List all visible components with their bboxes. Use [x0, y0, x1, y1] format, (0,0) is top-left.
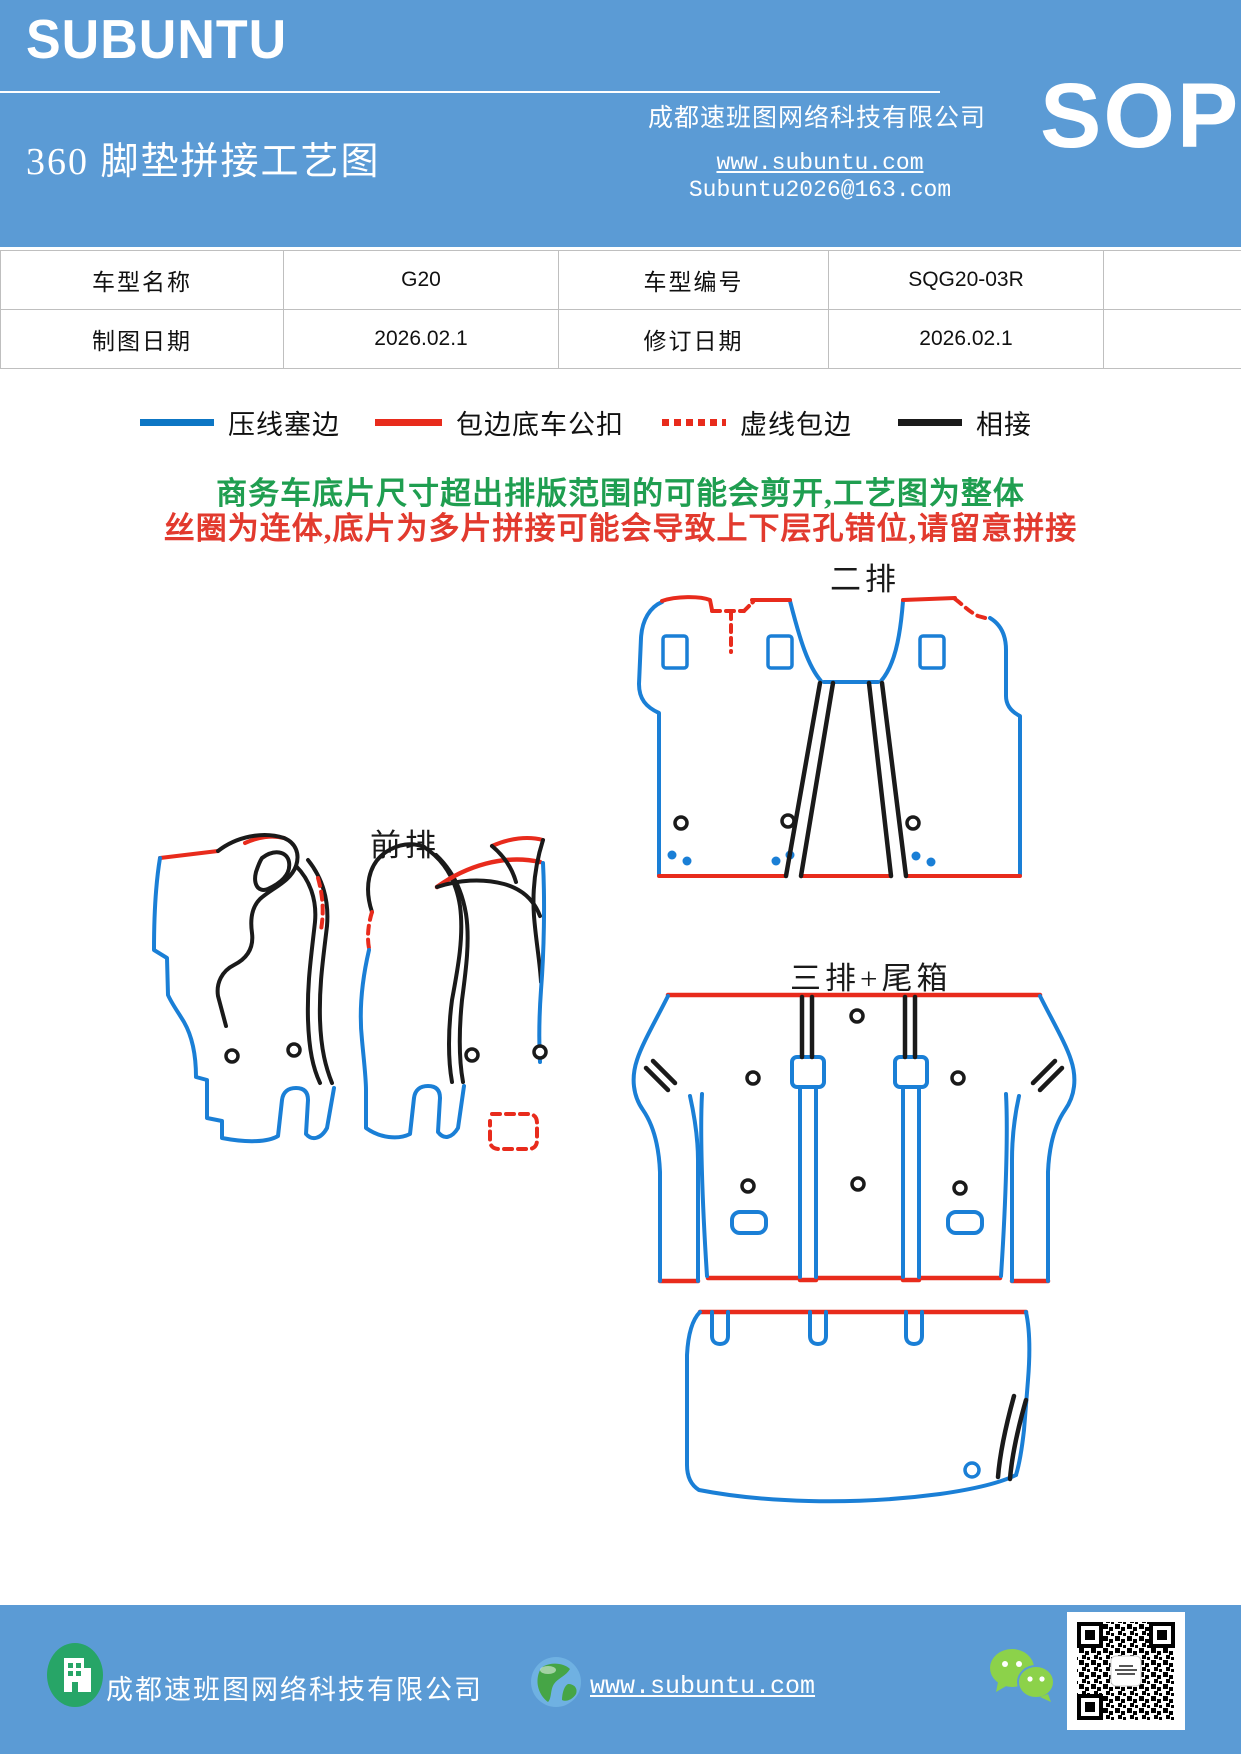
- building-icon: [47, 1643, 103, 1707]
- notice-red: 丝圈为连体,底片为多片拼接可能会导致上下层孔错位,请留意拼接: [163, 511, 1078, 546]
- model-code-label: 车型编号: [558, 250, 829, 310]
- front-left-mat: [152, 833, 336, 1144]
- globe-icon: [531, 1657, 581, 1707]
- second-row-mat: [637, 595, 1022, 879]
- red-line-swatch: [375, 418, 442, 426]
- press-edge-lines: [685, 1310, 1032, 1504]
- header-website-link[interactable]: www.subuntu.com: [716, 150, 924, 176]
- model-name-value: G20: [283, 250, 559, 310]
- third-row-trunk-label: 三排+尾箱: [790, 961, 952, 996]
- anchor-slot: [730, 1210, 768, 1235]
- grommet-hole: [224, 1042, 302, 1064]
- wrap-edge-lines: [657, 595, 1022, 878]
- trunk-mat: [685, 1309, 1032, 1504]
- footer-company-name: 成都速班图网络科技有限公司: [106, 1675, 483, 1705]
- press-edge-lines: [637, 599, 1022, 877]
- brand-logo: SUBUNTU: [26, 9, 288, 71]
- plug-socket: [790, 1055, 826, 1089]
- model-code-value: SQG20-03R: [828, 250, 1104, 310]
- join-lines: [783, 680, 909, 879]
- draw-date-value: 2026.02.1: [283, 309, 559, 369]
- header-divider: [0, 91, 940, 93]
- grommet-hole: [740, 1008, 968, 1196]
- blue-line-swatch: [140, 418, 214, 426]
- black-line-swatch: [898, 418, 962, 426]
- wrap-edge-lines: [657, 992, 1051, 1284]
- model-name-label: 车型名称: [0, 250, 284, 310]
- table-row: 车型名称 G20 车型编号 SQG20-03R: [0, 250, 1241, 310]
- header-band: [0, 0, 1241, 247]
- vehicle-info-table: 车型名称 G20 车型编号 SQG20-03R 制图日期 2026.02.1 修…: [0, 250, 1241, 369]
- header-email: Subuntu2026@163.com: [688, 177, 952, 203]
- qr-code: [1067, 1612, 1185, 1730]
- grommet-hole: [673, 813, 921, 831]
- anchor-slot: [946, 1210, 984, 1235]
- join-lines: [643, 994, 1065, 1093]
- empty-cell: [1103, 309, 1241, 369]
- wechat-icon: [990, 1649, 1055, 1702]
- page-title: 360 脚垫拼接工艺图: [26, 141, 381, 183]
- anchor-hole: [918, 634, 946, 670]
- third-row-mat: [631, 992, 1077, 1284]
- plug-socket: [893, 1055, 929, 1089]
- legend-label: 包边底车公扣: [456, 409, 624, 440]
- trunk-hole: [963, 1461, 981, 1479]
- legend-label: 压线塞边: [228, 409, 340, 440]
- revise-date-label: 修订日期: [558, 309, 829, 369]
- legend-item-wrap-edge: 包边底车公扣: [375, 404, 624, 440]
- join-lines: [995, 1393, 1029, 1482]
- legend-item-dashed-wrap: 虚线包边: [662, 404, 852, 440]
- revise-date-value: 2026.02.1: [828, 309, 1104, 369]
- front-right-mat: [434, 836, 548, 1151]
- anchor-hole: [766, 634, 794, 670]
- draw-date-label: 制图日期: [0, 309, 284, 369]
- mat-splice-diagram: [152, 595, 1077, 1504]
- legend-label: 虚线包边: [740, 409, 852, 440]
- table-row: 制图日期 2026.02.1 修订日期 2026.02.1: [0, 309, 1241, 369]
- legend-item-join: 相接: [898, 404, 1032, 440]
- header-company-name: 成都速班图网络科技有限公司: [647, 105, 986, 132]
- empty-cell: [1103, 250, 1241, 310]
- red-dashed-swatch: [662, 418, 726, 426]
- second-row-label: 二排: [830, 562, 900, 597]
- anchor-hole: [661, 634, 689, 670]
- front-row-mats: [152, 833, 548, 1151]
- footer-website-link[interactable]: www.subuntu.com: [590, 1672, 816, 1701]
- qr-finder-squares: [1077, 1622, 1175, 1720]
- notice-green: 商务车底片尺寸超出排版范围的可能会剪开,工艺图为整体: [216, 476, 1025, 511]
- front-center-piece: [358, 842, 470, 1140]
- sop-badge: SOP: [1040, 65, 1241, 167]
- legend-label: 相接: [976, 409, 1032, 440]
- legend-item-press-edge: 压线塞边: [140, 404, 340, 440]
- press-edge-lines: [631, 994, 1077, 1283]
- grommet-hole: [464, 1044, 548, 1063]
